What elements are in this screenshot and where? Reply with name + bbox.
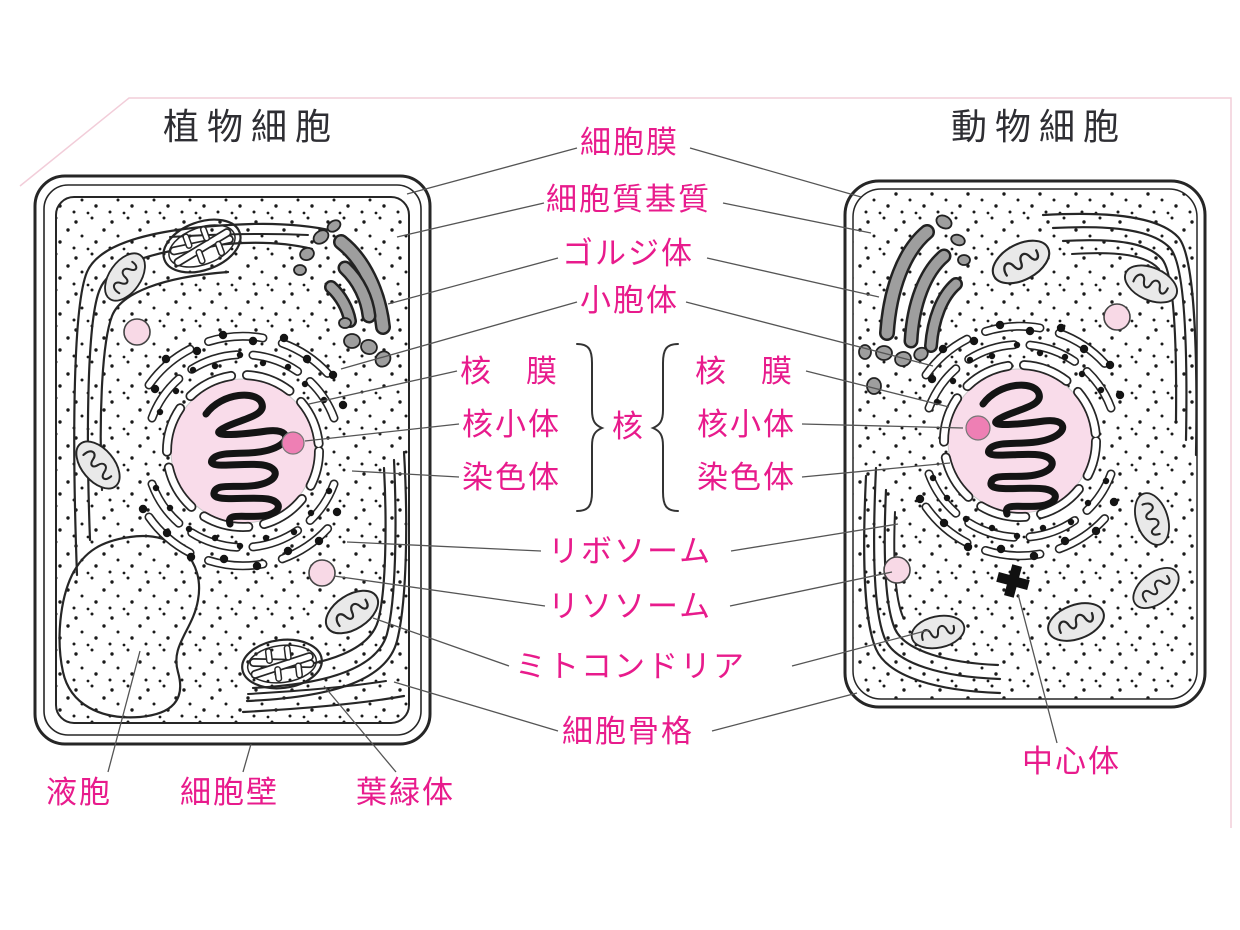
label-centrosome: 中心体 [1022,744,1121,780]
plant-cytoskeleton-bottomright [241,450,408,714]
label-cell-membrane: 細胞膜 [580,125,679,161]
animal-cell-title: 動物細胞 [951,107,1128,148]
vacuole-shape [58,534,201,719]
label-nuclear-membrane-right: 核 膜 [695,354,794,390]
plant-cell-drawing [33,174,432,746]
nucleus-brace-right [650,343,679,512]
label-mitochondria: ミトコンドリア [515,649,746,685]
page-frame [19,97,1232,828]
nucleus-brace-left [576,343,605,512]
label-nucleolus-right: 核小体 [697,407,796,443]
animal-nucleolus [965,415,991,441]
label-nucleolus-left: 核小体 [462,407,561,443]
plant-cell-title: 植物細胞 [163,107,340,148]
animal-nucleus [916,321,1124,560]
animal-cytoskeleton-bottomleft [863,466,1002,695]
label-golgi-body: ゴルジ体 [562,236,694,272]
plant-golgi-body [293,219,392,368]
animal-cell-drawing [843,179,1207,709]
animal-cytoskeleton-topright [1041,212,1198,457]
label-ribosome: リボソーム [548,534,713,570]
label-vacuole: 液胞 [46,775,112,811]
label-nuclear-membrane-left: 核 膜 [460,354,559,390]
label-lysosome: リソソーム [548,589,713,625]
leader-lines [107,147,1058,773]
label-chloroplast: 葉緑体 [356,775,455,811]
label-chromosome-left: 染色体 [462,460,561,496]
label-cytoplasm-matrix: 細胞質基質 [546,182,711,218]
label-cytoskeleton: 細胞骨格 [562,714,694,750]
centrosome-shape [996,564,1030,598]
label-chromosome-right: 染色体 [697,460,796,496]
plant-nucleolus [281,431,305,455]
label-cell-wall: 細胞壁 [180,775,279,811]
plant-cell-wall-inner [43,184,422,736]
plant-nucleus [139,331,347,570]
label-endoplasmic-reticulum: 小胞体 [580,283,679,319]
label-nucleus: 核 [612,409,645,445]
